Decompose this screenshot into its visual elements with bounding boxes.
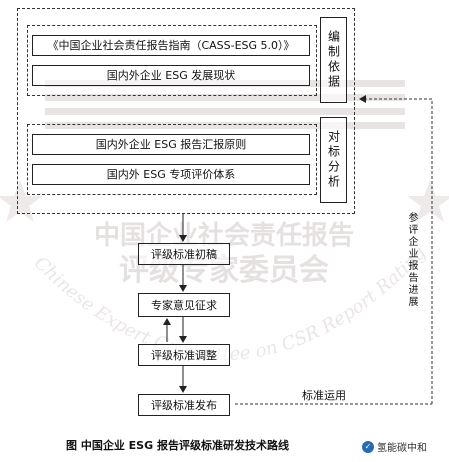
flow-step-adjust: 评级标准调整: [138, 344, 230, 366]
brand-mark: ✓ 氢能碳中和: [362, 439, 427, 454]
basis-item-guide: 《中国企业社会责任报告指南（CASS-ESG 5.0）》: [32, 35, 310, 56]
benchmark-group: [27, 124, 317, 195]
flow-step-consult: 专家意见征求: [138, 293, 230, 317]
flow-step-publish: 评级标准发布: [138, 394, 230, 416]
outer-dashed-frame: [17, 8, 355, 214]
basis-item-status: 国内外企业 ESG 发展现状: [32, 65, 310, 86]
benchmark-item-principles: 国内外企业 ESG 报告汇报原则: [32, 134, 310, 155]
basis-side-label: 编制依据: [326, 30, 341, 90]
benchmark-side-label: 对标分析: [326, 130, 341, 190]
wechat-logo-icon: ✓: [362, 440, 374, 453]
apply-label: 标准运用: [302, 389, 346, 402]
figure-caption: 图 中国企业 ESG 报告评级标准研发技术路线: [66, 439, 289, 452]
feedback-label: 参评企业报告进展: [406, 212, 417, 308]
benchmark-side-label-box: 对标分析: [320, 117, 347, 203]
basis-side-label-box: 编制依据: [320, 17, 347, 103]
benchmark-item-rating-system: 国内外 ESG 专项评价体系: [32, 164, 310, 185]
brand-name: 氢能碳中和: [377, 443, 427, 454]
basis-group: [27, 25, 317, 96]
flow-step-draft: 评级标准初稿: [138, 243, 230, 265]
